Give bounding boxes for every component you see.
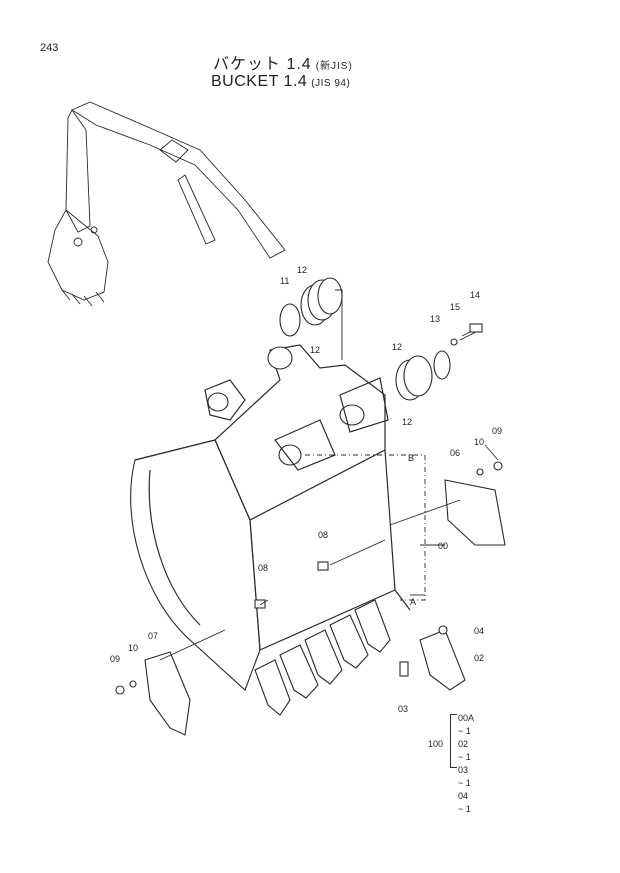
kit-row-code: 04: [458, 791, 469, 801]
title-en-text: BUCKET 1.4: [211, 73, 308, 90]
kit-row: 03~ 1: [458, 764, 482, 790]
callout-09-right: 09: [492, 426, 502, 436]
kit-assembly-number: 100: [428, 739, 444, 749]
callout-10-right: 10: [474, 437, 484, 447]
kit-row-code: 02: [458, 739, 469, 749]
kit-row-code: 03: [458, 765, 469, 775]
side-cutters: [144, 479, 506, 736]
callout-08-left: 08: [258, 563, 268, 573]
kit-rows: 00A~ 1 02~ 1 03~ 1 04~ 1: [458, 712, 482, 816]
kit-row: 00A~ 1: [458, 712, 482, 738]
leader-lines: [159, 289, 499, 661]
excavator-arm-thumbnail: [47, 101, 286, 307]
callout-08-center: 08: [318, 530, 328, 540]
callout-A: A: [410, 597, 416, 607]
callouts: 11 12 12 14 15 13 12 12 B 06 10 09 08 00…: [110, 265, 502, 714]
callout-02: 02: [474, 653, 484, 663]
callout-04: 04: [474, 626, 484, 636]
kit-row: 04~ 1: [458, 790, 482, 816]
callout-10-left: 10: [128, 643, 138, 653]
callout-14: 14: [470, 290, 480, 300]
callout-12-c: 12: [392, 342, 402, 352]
callout-12-d: 12: [402, 417, 412, 427]
callout-15: 15: [450, 302, 460, 312]
title-jp-subtext: (新JIS): [315, 61, 353, 72]
hardware-parts: [115, 277, 503, 695]
title-jp-text: バケット 1.4: [213, 56, 312, 73]
kit-row: 02~ 1: [458, 738, 482, 764]
title-en-subtext: (JIS 94): [311, 78, 351, 89]
kit-row-qty: ~ 1: [458, 726, 471, 736]
callout-03: 03: [398, 704, 408, 714]
callout-00: 00: [438, 541, 448, 551]
callout-06: 06: [450, 448, 460, 458]
bucket-body: [130, 344, 411, 691]
callout-12-b: 12: [310, 345, 320, 355]
kit-row-qty: ~ 1: [458, 752, 471, 762]
callout-12-a: 12: [297, 265, 307, 275]
callout-13: 13: [430, 314, 440, 324]
title-english: BUCKET 1.4(JIS 94): [211, 73, 350, 91]
kit-row-code: 00A: [458, 713, 475, 723]
callout-B: B: [408, 453, 414, 463]
kit-brace: [450, 714, 457, 768]
kit-row-qty: ~ 1: [458, 778, 471, 788]
callout-11: 11: [280, 276, 289, 286]
callout-09-left: 09: [110, 654, 120, 664]
bucket-teeth: [254, 599, 466, 716]
page-number: 243: [40, 42, 59, 54]
callout-07: 07: [148, 631, 158, 641]
title-japanese: バケット 1.4(新JIS): [213, 50, 353, 74]
kit-row-qty: ~ 1: [458, 804, 471, 814]
